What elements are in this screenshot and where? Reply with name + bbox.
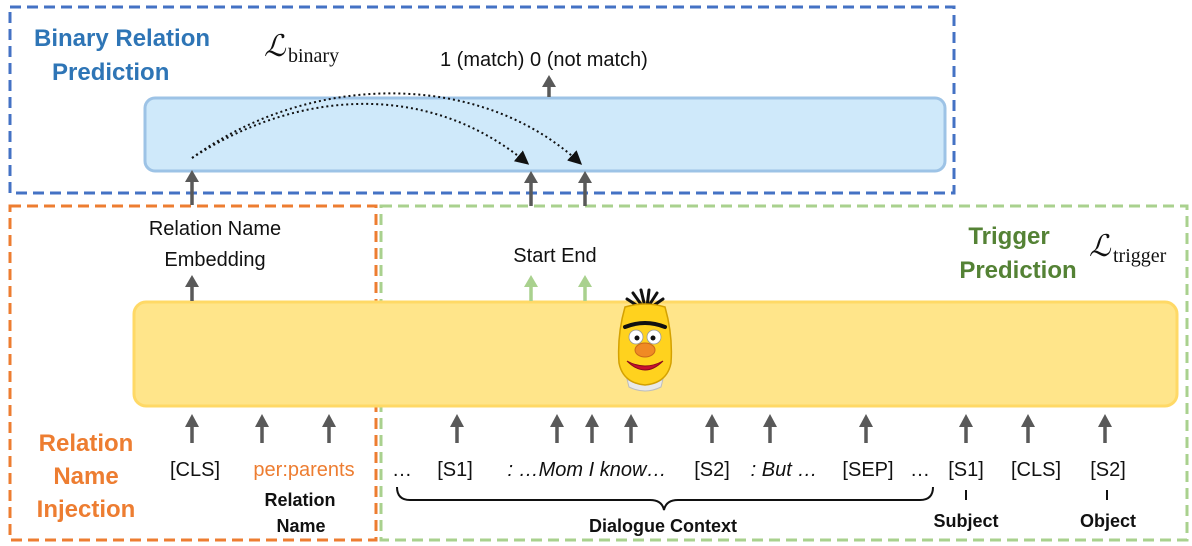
binary-title-line1: Binary Relation	[34, 25, 210, 52]
binary-output-label: 1 (match) 0 (not match)	[440, 49, 648, 71]
token-s2: [S2]	[694, 459, 730, 481]
arrow-cls	[185, 414, 199, 443]
start-to-binary-arrow	[524, 171, 538, 206]
binary-title-line2: Prediction	[52, 59, 169, 86]
arrow-relation-1	[255, 414, 269, 443]
arrow-s2	[705, 414, 719, 443]
binary-prediction-layer	[143, 96, 947, 173]
arrow-object	[1098, 414, 1112, 443]
token-subject: [S1]	[948, 459, 984, 481]
token-ellipsis-start: …	[392, 459, 412, 481]
injection-title-line3: Injection	[37, 496, 136, 523]
embedding-to-binary-arrow	[185, 170, 199, 205]
token-cls: [CLS]	[170, 459, 220, 481]
token-s1: [S1]	[437, 459, 473, 481]
end-output-arrow	[578, 275, 592, 301]
binary-prediction-frame	[8, 5, 956, 195]
token-input-arrows	[185, 414, 1112, 443]
start-end-label: Start End	[513, 245, 596, 267]
token-utterance-1: : …Mom I know…	[508, 459, 667, 481]
bert-muppet-icon	[617, 288, 673, 392]
arrow-cls2	[1021, 414, 1035, 443]
trigger-title-line2: Prediction	[959, 257, 1076, 284]
arrow-utt2	[763, 414, 777, 443]
binary-output-arrow	[542, 75, 556, 97]
trigger-title-line1: Trigger	[968, 223, 1049, 250]
token-relation-name: per:parents	[253, 459, 354, 481]
arrow-sep	[859, 414, 873, 443]
token-ellipsis-end: …	[910, 459, 930, 481]
token-utterance-2: : But …	[751, 459, 818, 481]
relation-caption-line2: Name	[276, 516, 325, 536]
dialogue-context-brace	[396, 486, 934, 511]
arrow-s1	[450, 414, 464, 443]
injection-title-line1: Relation	[39, 430, 134, 457]
dotted-arrow-to-start	[191, 102, 530, 165]
arrow-utt1-a	[550, 414, 564, 443]
arrow-relation-2	[322, 414, 336, 443]
embedding-label-line1: Relation Name	[149, 218, 281, 240]
trigger-loss-symbol: ℒ	[1089, 230, 1112, 263]
dialogue-context-caption: Dialogue Context	[589, 516, 737, 536]
subject-caption: Subject	[933, 511, 998, 531]
trigger-loss-subscript: trigger	[1113, 245, 1167, 267]
token-sep: [SEP]	[842, 459, 893, 481]
embedding-label-line2: Embedding	[164, 249, 265, 271]
arrow-subject	[959, 414, 973, 443]
relation-caption-line1: Relation	[264, 490, 335, 510]
encoder-to-embedding-arrow	[185, 275, 199, 301]
object-caption: Object	[1080, 511, 1136, 531]
start-output-arrow	[524, 275, 538, 301]
arrow-utt1-b	[585, 414, 599, 443]
injection-title-line2: Name	[53, 463, 118, 490]
binary-loss-symbol: ℒ	[264, 30, 287, 63]
end-to-binary-arrow	[578, 171, 592, 206]
binary-loss-subscript: binary	[288, 45, 339, 67]
token-cls-2: [CLS]	[1011, 459, 1061, 481]
token-object: [S2]	[1090, 459, 1126, 481]
arrow-utt1-c	[624, 414, 638, 443]
